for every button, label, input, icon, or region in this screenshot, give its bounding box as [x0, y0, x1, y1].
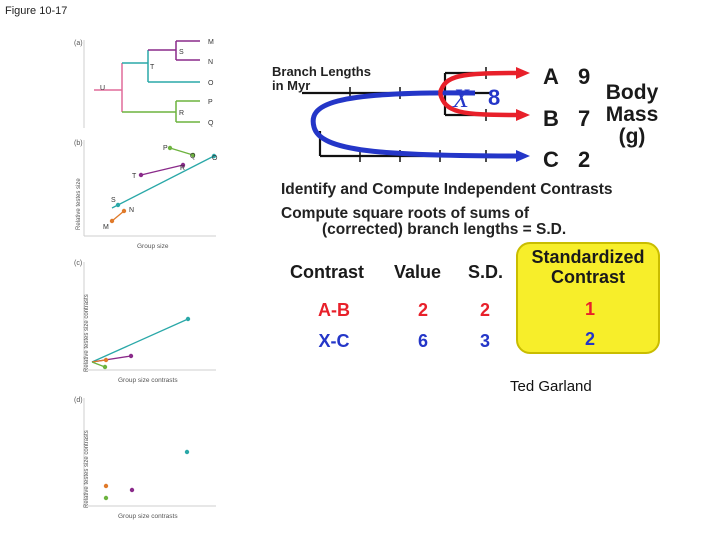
standardized-contrast-box: Standardized Contrast 1 2 — [516, 242, 660, 354]
node-label-u: U — [100, 85, 105, 92]
panel-b-xlabel: Group size — [137, 243, 169, 250]
row-ab-sd: 2 — [479, 300, 490, 320]
header-value: Value — [394, 262, 442, 282]
tip-c-name: C — [543, 147, 559, 172]
tip-a-value: 9 — [578, 64, 591, 89]
header-contrast: Contrast — [290, 262, 365, 282]
node-x-value: 8 — [488, 85, 501, 110]
instruction-compute-cont: (corrected) branch lengths = S.D. — [322, 221, 567, 238]
tip-label-q: Q — [208, 120, 214, 127]
point-label-m: M — [103, 224, 109, 231]
panel-c-ylabel: Relative testes size contrasts — [84, 294, 90, 372]
panel-c-xlabel: Group size contrasts — [118, 377, 178, 384]
node-x-label: X — [453, 84, 469, 113]
tip-label-m: M — [208, 39, 214, 46]
trait-label: Body Mass (g) — [605, 81, 659, 148]
standardized-contrast-header: Standardized Contrast — [531, 247, 645, 287]
standardized-value-ab: 1 — [584, 299, 595, 319]
tip-label-o: O — [208, 80, 214, 87]
node-label-r: R — [179, 110, 184, 117]
standardized-value-xc: 2 — [584, 329, 595, 349]
row-xc-value: 6 — [417, 331, 428, 351]
tip-label-n: N — [208, 59, 213, 66]
point-label-p: P — [163, 145, 168, 152]
tip-b-name: B — [543, 106, 559, 131]
point-label-s: S — [111, 197, 116, 204]
point-label-n: N — [129, 207, 134, 214]
instruction-identify: Identify and Compute Independent Contras… — [281, 181, 613, 198]
panel-a-label: (a) — [74, 40, 83, 47]
figure-label: Figure 10-17 — [5, 5, 68, 17]
panel-b-label: (b) — [74, 140, 83, 147]
tip-c-value: 2 — [578, 147, 591, 172]
phylogeny-tree — [302, 67, 530, 162]
row-xc-contrast: X-C — [318, 331, 350, 351]
point-label-r: R — [180, 165, 185, 172]
point-label-q: Q — [190, 153, 196, 160]
panel-d-xlabel: Group size contrasts — [118, 513, 178, 520]
author-credit: Ted Garland — [510, 378, 592, 395]
panel-b-ylabel: Relative testes size — [76, 178, 82, 230]
tip-label-p: P — [208, 99, 213, 106]
instruction-compute: Compute square roots of sums of — [281, 205, 530, 222]
tip-b-value: 7 — [578, 106, 591, 131]
panel-d-ylabel: Relative testes size contrasts — [84, 430, 90, 508]
point-label-t: T — [132, 173, 137, 180]
row-ab-contrast: A-B — [318, 300, 350, 320]
row-ab-value: 2 — [417, 300, 428, 320]
row-xc-sd: 3 — [479, 331, 490, 351]
point-label-o: O — [212, 155, 218, 162]
panel-d-label: (d) — [74, 397, 83, 404]
tip-a-name: A — [543, 64, 559, 89]
node-label-t: T — [150, 64, 155, 71]
textbook-figure-panels: (a) U T S R M N O P Q (b) Relative teste… — [74, 39, 218, 520]
node-label-s: S — [179, 49, 184, 56]
header-sd: S.D. — [468, 262, 504, 282]
branch-lengths-label: Branch Lengths in Myr — [272, 64, 371, 93]
panel-c-label: (c) — [74, 260, 82, 267]
